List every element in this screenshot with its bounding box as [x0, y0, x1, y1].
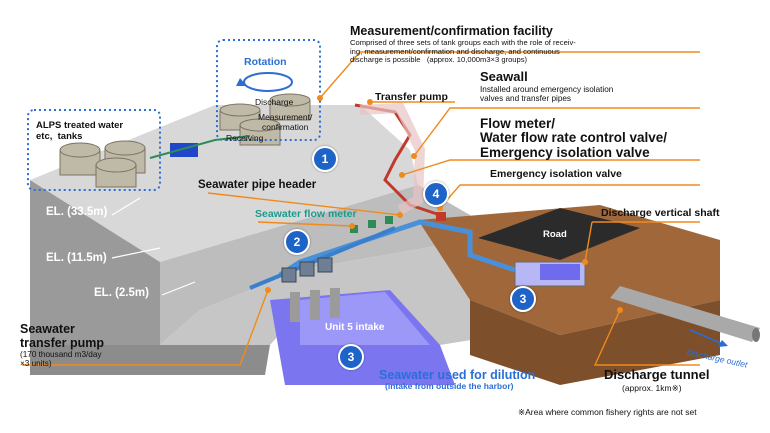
transfer-pump-label: Transfer pump — [375, 91, 448, 103]
rotation-label: Rotation — [244, 56, 287, 68]
discharge-shaft-label: Discharge vertical shaft — [601, 207, 720, 219]
footnote: ※Area where common fishery rights are no… — [518, 407, 697, 417]
front-slope — [160, 185, 470, 345]
road-label: Road — [543, 229, 567, 240]
badge-3-intake: 3 — [338, 344, 364, 370]
left-wall — [30, 180, 160, 345]
discharge-outlet-arrowhead — [718, 340, 728, 347]
valve — [350, 225, 358, 233]
emergency-valve — [436, 212, 446, 221]
discharge-shaft-water — [540, 264, 580, 280]
rotation-dotted-box — [216, 39, 321, 141]
valve — [368, 220, 376, 228]
measurement-small-label: Measurement/ confirmation — [258, 112, 313, 132]
intake-gate — [310, 290, 320, 320]
green-pipe — [149, 135, 251, 159]
unit5-intake-label: Unit 5 intake — [325, 322, 385, 333]
receiving-small-label: Receiving — [226, 133, 264, 143]
discharge-tunnel-title: Discharge tunnel — [604, 367, 710, 382]
el-label-11: EL. (11.5m) — [46, 252, 107, 264]
earth-block-front — [470, 300, 720, 385]
leader-dots — [265, 95, 623, 313]
tanks-dotted-box — [27, 109, 161, 191]
flow-meter-title: Flow meter/ Water flow rate control valv… — [480, 116, 668, 160]
emergency-valve-label: Emergency isolation valve — [490, 168, 622, 180]
seawater-pumps — [281, 257, 333, 283]
rotation-arrow — [243, 72, 293, 92]
badge-1: 1 — [312, 146, 338, 172]
seawall-title: Seawall — [480, 69, 528, 84]
badge-4: 4 — [423, 181, 449, 207]
discharge-small-label: Discharge — [255, 97, 294, 107]
seawater-flow-meter-label: Seawater flow meter — [255, 208, 357, 220]
el-pointers — [111, 197, 196, 296]
badge-3-shaft: 3 — [510, 286, 536, 312]
alps-tanks — [59, 93, 311, 188]
seawall-desc: Installed around emergency isolation val… — [480, 85, 614, 104]
dilution-title: Seawater used for dilution — [379, 368, 536, 382]
valve — [385, 216, 393, 224]
rotation-arrowhead — [236, 78, 247, 86]
discharge-tunnel-sub: (approx. 1km※) — [622, 383, 682, 393]
intake-gate — [290, 292, 300, 322]
road — [478, 208, 640, 260]
discharge-tunnel — [610, 286, 760, 342]
discharge-outlet-arrow — [689, 329, 726, 346]
el-label-33: EL. (33.5m) — [46, 206, 108, 218]
measurement-facility-desc: Comprised of three sets of tank groups e… — [350, 38, 576, 64]
lower-platform-front — [30, 345, 270, 375]
seawater-pipe — [278, 219, 516, 278]
tanks-label: ALPS treated water etc, tanks — [36, 120, 124, 142]
dilution-sub: (intake from outside the harbor) — [385, 381, 514, 391]
tunnel-mouth — [752, 328, 760, 342]
seawater-pipe-header-label: Seawater pipe header — [198, 179, 317, 191]
el-label-2: EL. (2.5m) — [94, 287, 149, 299]
seawall — [359, 102, 426, 215]
seawater-pump-title: Seawater transfer pump — [20, 322, 105, 350]
intake-gate — [330, 288, 340, 318]
badge-2: 2 — [284, 229, 310, 255]
seawater-pump-desc: (170 thousand m3/day ×3 units) — [20, 350, 102, 369]
measurement-facility-title: Measurement/confirmation facility — [350, 24, 553, 38]
